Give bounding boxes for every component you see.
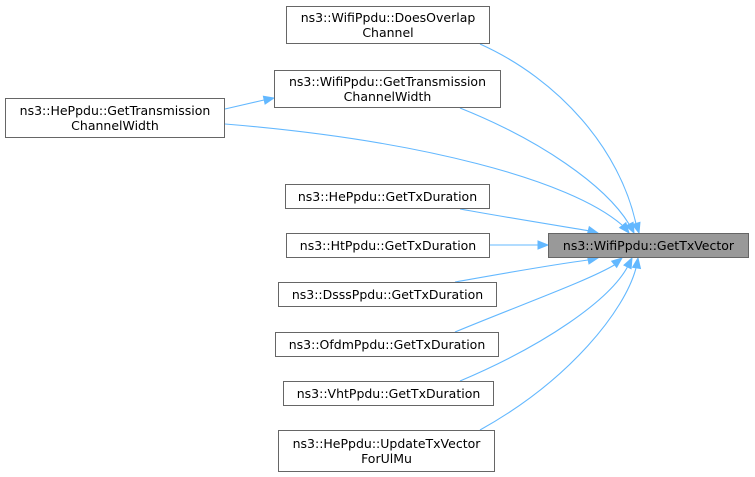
- node-vhtppdu-gettxduration[interactable]: ns3::VhtPpdu::GetTxDuration: [283, 381, 494, 406]
- node-label-line: ns3::HePpdu::UpdateTxVector: [292, 436, 481, 451]
- edge-arrowhead: [262, 95, 276, 105]
- edge-line: [454, 259, 589, 283]
- node-heppdu-gettxduration[interactable]: ns3::HePpdu::GetTxDuration: [285, 184, 490, 209]
- node-htppdu-gettxduration[interactable]: ns3::HtPpdu::GetTxDuration: [286, 233, 490, 258]
- edge-line: [454, 263, 617, 333]
- node-label-line: ns3::WifiPpdu::GetTxVector: [562, 238, 735, 253]
- node-label-line: ChannelWidth: [71, 118, 159, 133]
- edge-heGetTxChannelWidth-to-wifiGetTxChannelWidth: [224, 95, 276, 110]
- node-wifippdu-gettransmissionchannelwidth[interactable]: ns3::WifiPpdu::GetTransmission ChannelWi…: [274, 70, 501, 108]
- node-wifippdu-doesoverlapchannel[interactable]: ns3::WifiPpdu::DoesOverlap Channel: [286, 6, 490, 44]
- edge-arrowhead: [618, 221, 630, 235]
- edge-line: [459, 265, 629, 382]
- edge-line: [224, 123, 623, 226]
- edge-wifiGetTxChannelWidth-to-getTxVector: [459, 107, 635, 235]
- node-label-line: ns3::HePpdu::GetTxDuration: [297, 189, 478, 204]
- edge-heUpdateTxVectorForUlMu-to-getTxVector: [479, 256, 642, 431]
- edge-arrowhead: [623, 256, 633, 270]
- edge-arrowhead: [625, 221, 635, 235]
- node-label-line: ForUlMu: [361, 451, 412, 466]
- edge-arrowhead: [631, 256, 642, 270]
- edge-dsssGetTxDuration-to-getTxVector: [454, 255, 600, 283]
- edge-line: [479, 43, 637, 225]
- edge-ofdmGetTxDuration-to-getTxVector: [454, 257, 624, 333]
- node-ofdmppdu-gettxduration[interactable]: ns3::OfdmPpdu::GetTxDuration: [275, 332, 499, 357]
- node-label-line: ns3::VhtPpdu::GetTxDuration: [296, 386, 481, 401]
- edge-arrowhead: [537, 240, 550, 250]
- node-heppdu-gettransmissionchannelwidth[interactable]: ns3::HePpdu::GetTransmission ChannelWidt…: [5, 98, 225, 138]
- edge-heGetTxChannelWidth-to-getTxVector: [224, 123, 630, 235]
- edge-htGetTxDuration-to-getTxVector: [490, 240, 550, 250]
- edge-arrowhead: [610, 257, 624, 269]
- node-label-line: ns3::HePpdu::GetTransmission: [19, 103, 211, 118]
- node-label-line: ChannelWidth: [343, 89, 432, 104]
- edge-vhtGetTxDuration-to-getTxVector: [459, 256, 633, 382]
- edge-line: [479, 267, 637, 431]
- node-label-line: Channel: [362, 25, 414, 40]
- edge-arrowhead: [631, 221, 641, 235]
- node-label-line: ns3::DsssPpdu::GetTxDuration: [291, 287, 484, 302]
- node-wifippdu-gettxvector: ns3::WifiPpdu::GetTxVector: [548, 233, 749, 258]
- edge-line: [224, 99, 265, 110]
- edge-line: [459, 107, 630, 225]
- edge-line: [459, 208, 591, 232]
- node-heppdu-updatetxvectorforulmu[interactable]: ns3::HePpdu::UpdateTxVector ForUlMu: [278, 430, 495, 472]
- node-dsssppdu-gettxduration[interactable]: ns3::DsssPpdu::GetTxDuration: [278, 282, 497, 307]
- node-label-line: ns3::HtPpdu::GetTxDuration: [299, 238, 477, 253]
- edge-heGetTxDuration-to-getTxVector: [459, 208, 600, 236]
- node-label-line: ns3::OfdmPpdu::GetTxDuration: [288, 337, 486, 352]
- node-label-line: ns3::WifiPpdu::DoesOverlap: [300, 10, 476, 25]
- node-label-line: ns3::WifiPpdu::GetTransmission: [288, 74, 487, 89]
- edge-doesOverlapChannel-to-getTxVector: [479, 43, 641, 235]
